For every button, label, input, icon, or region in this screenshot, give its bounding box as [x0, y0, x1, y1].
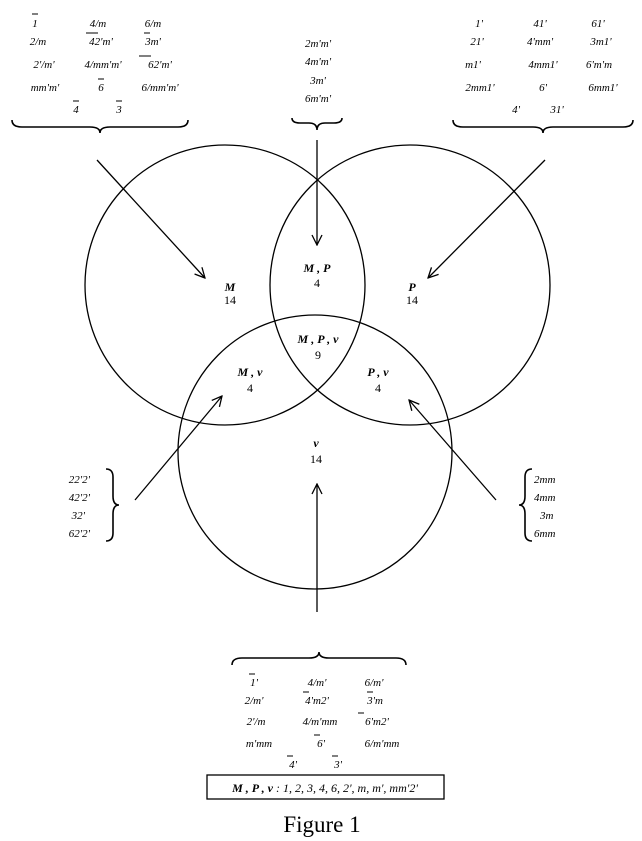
footer-box-label: M , P , v	[231, 781, 274, 795]
group-item: 32'	[71, 510, 86, 522]
arrow-top-right	[428, 159, 546, 278]
group-item: 3m'	[309, 75, 326, 87]
group-item: 3m	[539, 510, 554, 522]
group-item: 6'	[539, 82, 548, 94]
group-item: 6'm2'	[365, 716, 389, 728]
group-item: 62'2'	[69, 528, 91, 540]
group-item: 2/m	[30, 36, 47, 48]
region-mpv-label: M , P , v	[297, 332, 340, 346]
brace-bottom	[231, 651, 407, 666]
group-item: 2m'm'	[305, 38, 332, 50]
group-item: 4/m'	[308, 677, 328, 689]
group-bottom: 1' 4/m' 6/m' 2/m' 4'm2' 3'm 2'/m 4/m'mm …	[245, 673, 400, 771]
arrow-right	[409, 400, 497, 501]
group-item: 6mm	[534, 528, 555, 540]
group-item: 6mm1'	[588, 82, 618, 94]
group-item: 4'mm'	[527, 36, 554, 48]
group-top-right: 1' 41' 61' 21' 4'mm' 3m1' m1' 4mm1' 6'm'…	[465, 18, 618, 116]
group-item: 22'2'	[69, 474, 91, 486]
group-item: 61'	[591, 18, 605, 30]
circle-m	[84, 144, 366, 426]
region-mv-count: 4	[247, 381, 253, 395]
group-item: 3	[115, 104, 122, 116]
group-item: m'mm	[246, 738, 272, 750]
group-item: 4'	[512, 104, 521, 116]
group-item: 1'	[475, 18, 484, 30]
brace-top-left	[11, 119, 189, 134]
footer-box	[206, 774, 445, 800]
footer-box-separator: :	[273, 781, 283, 795]
circle-p	[269, 144, 551, 426]
group-item: 21'	[470, 36, 484, 48]
group-item: 2mm1'	[465, 82, 495, 94]
group-item: 2/m'	[245, 695, 265, 707]
group-item: 6/m	[145, 18, 162, 30]
group-item: 6/m'	[365, 677, 385, 689]
group-item: 1	[32, 18, 38, 30]
group-item: 3m1'	[589, 36, 612, 48]
brace-top-middle	[291, 117, 343, 131]
group-item: 4'm2'	[305, 695, 329, 707]
group-item: 4m'm'	[305, 56, 332, 68]
figure-caption: Figure 1	[283, 812, 360, 837]
group-item: 4/m'mm	[303, 716, 338, 728]
group-item: 2'/m'	[33, 59, 55, 71]
region-mp-label: M , P	[303, 261, 332, 275]
group-item: 4	[73, 104, 79, 116]
group-item: 6m'm'	[305, 93, 332, 105]
group-item: 62'm'	[148, 59, 172, 71]
group-item: 4/mm'm'	[84, 59, 122, 71]
brace-right	[518, 468, 533, 542]
group-item: 42'2'	[69, 492, 91, 504]
region-m-count: 14	[224, 293, 236, 307]
circle-v	[177, 314, 453, 590]
brace-left	[105, 468, 120, 542]
group-item: 6/m'mm	[365, 738, 400, 750]
group-top-middle: 2m'm' 4m'm' 3m' 6m'm'	[305, 38, 332, 105]
group-item: 4mm1'	[528, 59, 558, 71]
group-item: 6	[98, 82, 104, 94]
region-v-label: v	[313, 436, 319, 450]
region-v-count: 14	[310, 452, 322, 466]
group-item: 3'm	[366, 695, 383, 707]
group-item: 42'm'	[89, 36, 113, 48]
group-right: 2mm 4mm 3m 6mm	[534, 474, 555, 540]
region-p-label: P	[408, 280, 416, 294]
group-item: mm'm'	[31, 82, 60, 94]
group-item: 41'	[533, 18, 547, 30]
region-pv-count: 4	[375, 381, 381, 395]
arrow-top-left	[96, 159, 205, 278]
group-item: 3'	[333, 759, 343, 771]
group-item: 3m'	[144, 36, 161, 48]
group-item: 4/m	[90, 18, 107, 30]
footer-box-values: 1, 2, 3, 4, 6, 2', m, m', mm'2'	[283, 781, 418, 795]
group-item: 1'	[250, 677, 259, 689]
region-pv-label: P , v	[367, 365, 389, 379]
region-mp-count: 4	[314, 276, 320, 290]
group-item: 6'	[317, 738, 326, 750]
group-item: 4'	[289, 759, 298, 771]
region-p-count: 14	[406, 293, 418, 307]
group-item: 6/mm'm'	[141, 82, 179, 94]
group-item: 6'm'm	[586, 59, 612, 71]
brace-top-right	[452, 119, 634, 134]
group-item: 31'	[549, 104, 564, 116]
group-item: 2'/m	[247, 716, 266, 728]
arrow-left	[134, 396, 222, 501]
group-left: 22'2' 42'2' 32' 62'2'	[69, 474, 91, 540]
group-item: 4mm	[534, 492, 555, 504]
region-mv-label: M , v	[237, 365, 264, 379]
footer-box-text: M , P , v : 1, 2, 3, 4, 6, 2', m, m', mm…	[231, 781, 418, 795]
group-top-left: 1 4/m 6/m 2/m 42'm' 3m' 2'/m' 4/mm'm' 62…	[30, 13, 179, 116]
group-item: m1'	[465, 59, 481, 71]
region-m-label: M	[224, 280, 236, 294]
group-item: 2mm	[534, 474, 555, 486]
region-mpv-count: 9	[315, 348, 321, 362]
